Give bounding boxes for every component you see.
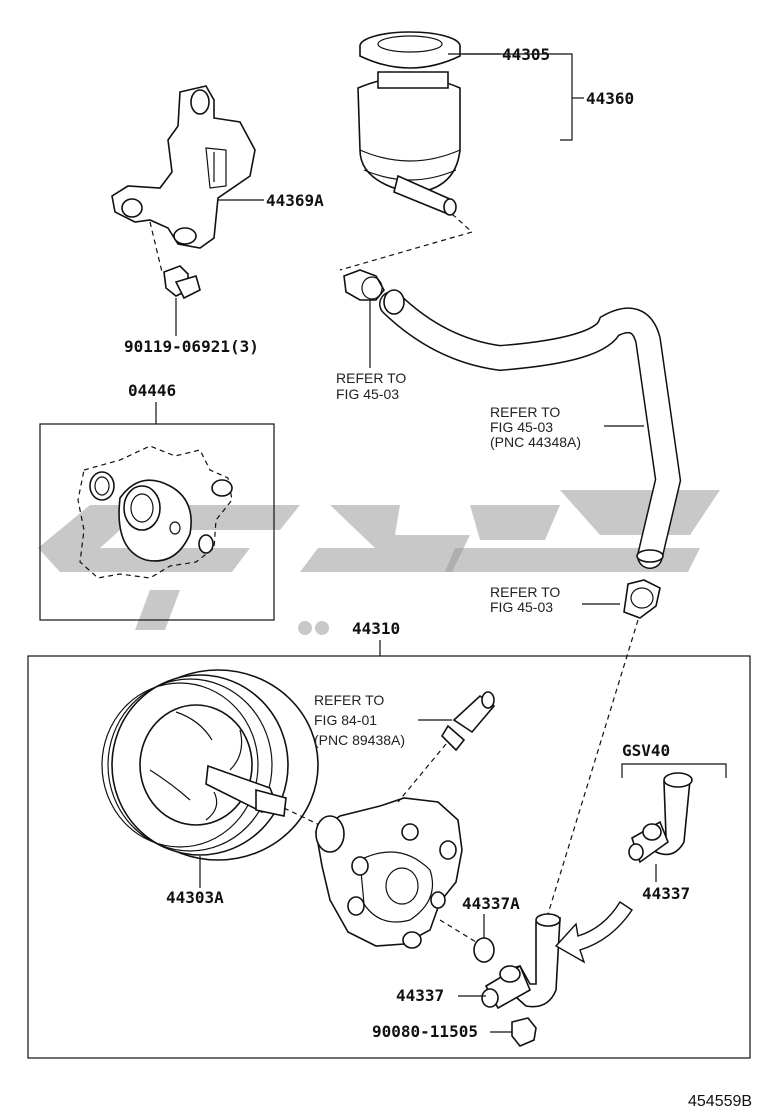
pump-body-part — [315, 797, 463, 949]
ref-sensor-line2: FIG 84-01 — [314, 712, 377, 728]
oring-dash — [439, 919, 477, 943]
label-reservoir: 44360 — [586, 89, 634, 108]
ref-sensor-line1: REFER TO — [314, 692, 384, 708]
hose-part — [379, 289, 682, 569]
ref-clamp-bottom-line2: FIG 45-03 — [490, 599, 553, 615]
sensor-pump-dash — [397, 743, 447, 803]
cap-part — [359, 31, 461, 69]
label-oring: 44337A — [462, 894, 520, 913]
clamp-bottom-part — [623, 579, 661, 619]
reservoir-bracket-line — [462, 53, 573, 141]
gasket-kit-frame — [39, 423, 275, 621]
clamp-union-dash — [547, 619, 639, 915]
oring-part — [473, 937, 495, 963]
gasket-kit-part — [77, 445, 233, 579]
label-bracket: 44369A — [266, 191, 324, 210]
label-pump-assy: 44310 — [352, 619, 400, 638]
ref-hose-line2: FIG 45-03 — [490, 419, 553, 435]
variant-bracket — [621, 763, 727, 778]
label-union-gsv40: 44337 — [642, 884, 690, 903]
pump-assy-frame — [27, 655, 751, 1059]
ref-hose-line1: REFER TO — [490, 404, 560, 420]
ref-clamp-bottom-line1: REFER TO — [490, 584, 560, 600]
watermark-logo — [38, 490, 720, 635]
clamp-top-part — [343, 269, 385, 301]
ref-clamp-top-line1: REFER TO — [336, 370, 406, 386]
bolt-bottom-part — [511, 1017, 537, 1047]
reservoir-part — [357, 71, 461, 216]
label-cap: 44305 — [502, 45, 550, 64]
union-gsv40-part — [628, 772, 693, 864]
pulley-part — [101, 669, 319, 861]
replacement-arrow-icon — [554, 901, 633, 964]
label-union: 44337 — [396, 986, 444, 1005]
union-part — [481, 913, 561, 1010]
label-gasket-kit: 04446 — [128, 381, 176, 400]
reservoir-hose-dash — [339, 213, 474, 271]
sensor-part — [440, 691, 496, 752]
bracket-part — [111, 85, 256, 249]
label-pulley: 44303A — [166, 888, 224, 907]
ref-hose-line3: (PNC 44348A) — [490, 434, 581, 450]
label-bolt-bottom: 90080-11505 — [372, 1022, 478, 1041]
label-variant: GSV40 — [622, 741, 670, 760]
ref-sensor-line3: (PNC 89438A) — [314, 732, 405, 748]
bolt-top-part — [163, 265, 201, 300]
ref-clamp-top-line2: FIG 45-03 — [336, 386, 399, 402]
bracket-bolt-dash — [149, 221, 163, 273]
label-bolt-top: 90119-06921(3) — [124, 337, 259, 356]
drawing-code: 454559B — [688, 1093, 752, 1110]
